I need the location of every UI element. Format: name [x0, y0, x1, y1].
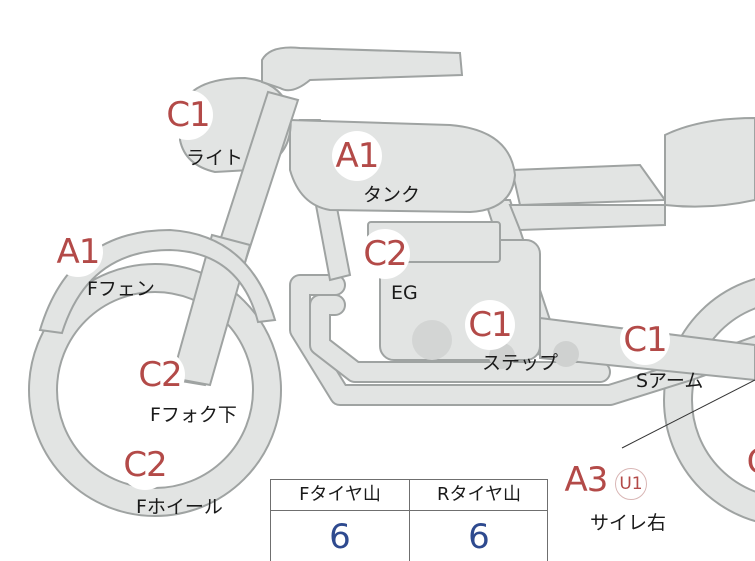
- front-tread-header: Fタイヤ山: [271, 480, 409, 511]
- front-tread-value: 6: [329, 517, 351, 557]
- front-wheel-label: Fホイール: [136, 496, 223, 518]
- tyre-tread-table: Fタイヤ山 6 Rタイヤ山 6: [270, 479, 548, 561]
- muffler-right-label: サイレ右: [590, 512, 667, 534]
- front-fork-lower-grade: C2: [135, 350, 185, 400]
- light-grade: C1: [163, 90, 213, 140]
- step-grade: C1: [465, 300, 515, 350]
- engine-cover: [412, 320, 452, 360]
- front-fork-lower-label: Fフォク下: [150, 404, 237, 426]
- swing-arm-label: Sアーム: [636, 370, 704, 392]
- engine-label: EG: [391, 282, 418, 304]
- front-tyre-inner: [30, 265, 280, 515]
- step-label: ステップ: [482, 352, 559, 374]
- swing-arm-grade: C1: [620, 315, 670, 365]
- footpeg-left: [489, 343, 515, 369]
- front-fender-grade: A1: [53, 227, 103, 277]
- engine-grade: C2: [360, 229, 410, 279]
- rear-tread-header: Rタイヤ山: [410, 480, 548, 511]
- rear-tyre-inner: [665, 280, 755, 520]
- muffler-right-grade: A3: [561, 455, 611, 505]
- tank-label: タンク: [363, 184, 421, 206]
- handlebar: [261, 46, 464, 92]
- front-wheel-grade: C2: [120, 440, 170, 490]
- frame-rail: [508, 204, 666, 232]
- muffler-right-subgrade: U1: [615, 468, 647, 500]
- seat: [664, 116, 755, 208]
- light-label: ライト: [186, 147, 244, 169]
- tank-grade: A1: [332, 131, 382, 181]
- footpeg-right: [553, 341, 579, 367]
- rear-tread-value: 6: [468, 517, 490, 557]
- rear-tread-column: Rタイヤ山 6: [410, 480, 548, 561]
- exhaust-lower-inner: [311, 296, 609, 381]
- leader-line: [621, 379, 755, 449]
- side-cover: [510, 163, 667, 207]
- front-tread-column: Fタイヤ山 6: [271, 480, 410, 561]
- right-edge-grade: C: [733, 437, 755, 487]
- front-fender-label: Fフェン: [87, 278, 155, 300]
